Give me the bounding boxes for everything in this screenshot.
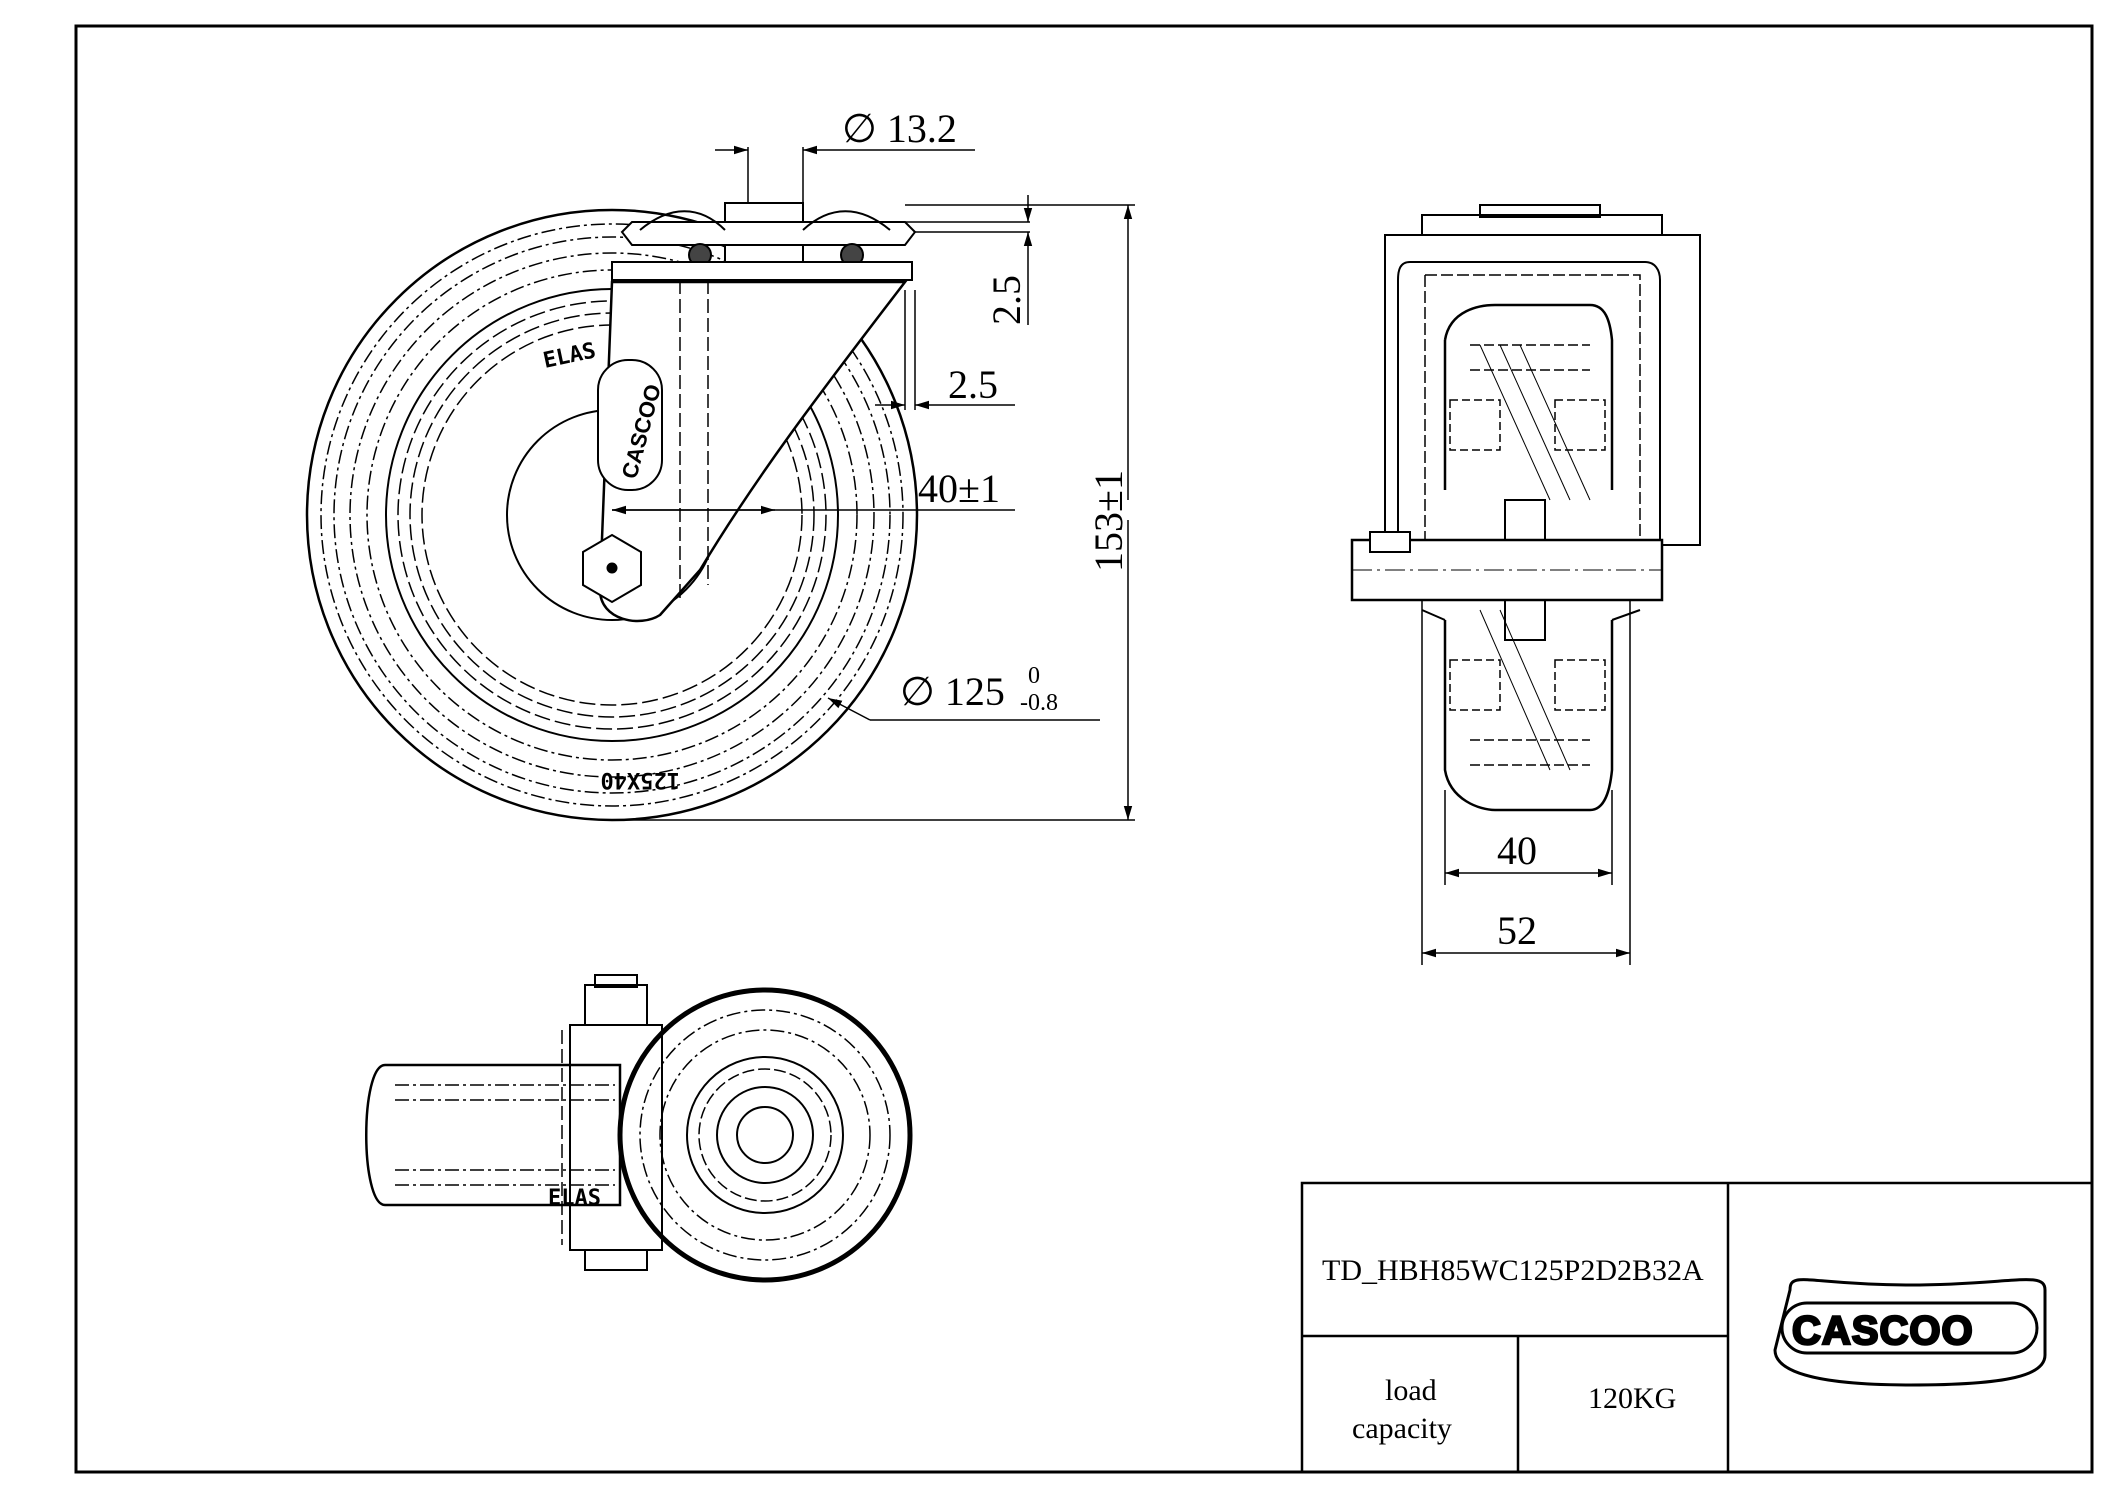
top-view-label-text: ELAS xyxy=(548,1186,601,1211)
load-capacity-label-line2: capacity xyxy=(1352,1412,1452,1445)
top-view: ELAS xyxy=(365,974,913,1283)
dim-wheel-diameter: ∅ 125 xyxy=(900,669,1005,714)
title-block xyxy=(1300,1181,2094,1474)
dim-stem-diameter: ∅ 13.2 xyxy=(842,106,957,151)
dim-swivel-offset: 40±1 xyxy=(918,466,1000,511)
dim-tread-width: 40 xyxy=(1497,828,1537,873)
dim-wheel-tol-lower: -0.8 xyxy=(1020,690,1058,716)
dim-overall-width: 52 xyxy=(1497,908,1537,953)
dim-plate-gap: 2.5 xyxy=(984,275,1029,325)
dim-height: 153±1 xyxy=(1086,470,1131,572)
sheet-border xyxy=(74,24,2094,1474)
fork-leg xyxy=(598,280,908,623)
tire-brand-text: ELAS xyxy=(541,338,598,373)
load-capacity-value: 120KG xyxy=(1588,1382,1676,1415)
top-wheel-outer xyxy=(617,987,913,1283)
cascoo-logo-icon: CASCOO xyxy=(1773,1278,2047,1387)
dim-wheel-tol-upper: 0 xyxy=(1028,663,1040,689)
front-view: ELAS 125X40 CASCOO xyxy=(305,202,919,822)
load-capacity-label-line1: load xyxy=(1385,1374,1437,1407)
side-view xyxy=(1350,204,1701,812)
side-dimensions xyxy=(1421,600,1631,965)
front-dimensions xyxy=(612,145,1135,821)
dim-bracket-offset: 2.5 xyxy=(948,362,998,407)
tire-size-text: 125X40 xyxy=(601,767,680,792)
logo-text: CASCOO xyxy=(1792,1309,1974,1353)
part-number: TD_HBH85WC125P2D2B32A xyxy=(1322,1254,1704,1287)
